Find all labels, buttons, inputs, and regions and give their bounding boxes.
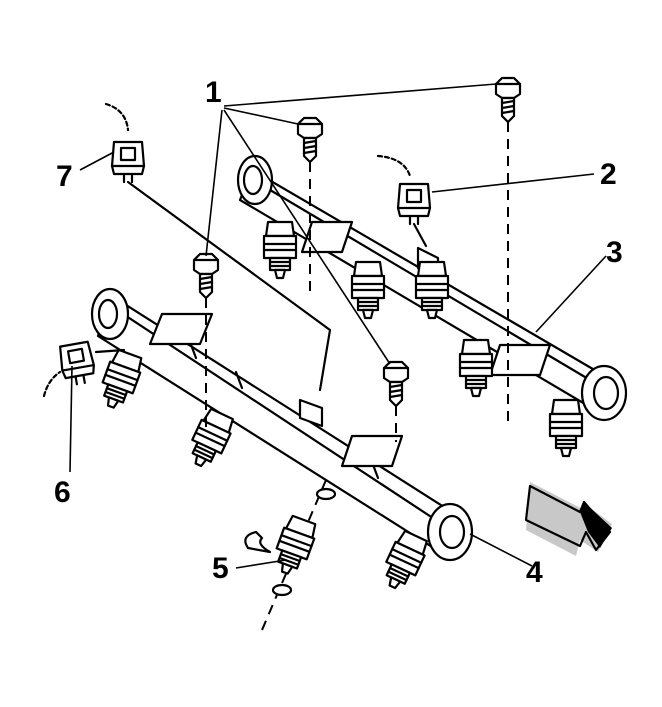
callout-5: 5 xyxy=(212,552,229,585)
callout-2: 2 xyxy=(600,158,617,191)
harness-connector-7 xyxy=(104,102,332,392)
bolt-install-lines xyxy=(205,122,509,442)
callout-6: 6 xyxy=(54,476,71,509)
harness-connector-6 xyxy=(42,340,126,398)
callout-leaders xyxy=(69,83,607,569)
callout-4: 4 xyxy=(526,556,543,589)
callout-1: 1 xyxy=(205,76,222,109)
front-direction-arrow-icon xyxy=(524,482,612,556)
service-injector-exploded xyxy=(244,479,337,631)
callout-3: 3 xyxy=(606,236,623,269)
harness-connector-2 xyxy=(376,154,432,248)
front-fuel-rail xyxy=(90,287,474,562)
callout-7: 7 xyxy=(56,160,73,193)
